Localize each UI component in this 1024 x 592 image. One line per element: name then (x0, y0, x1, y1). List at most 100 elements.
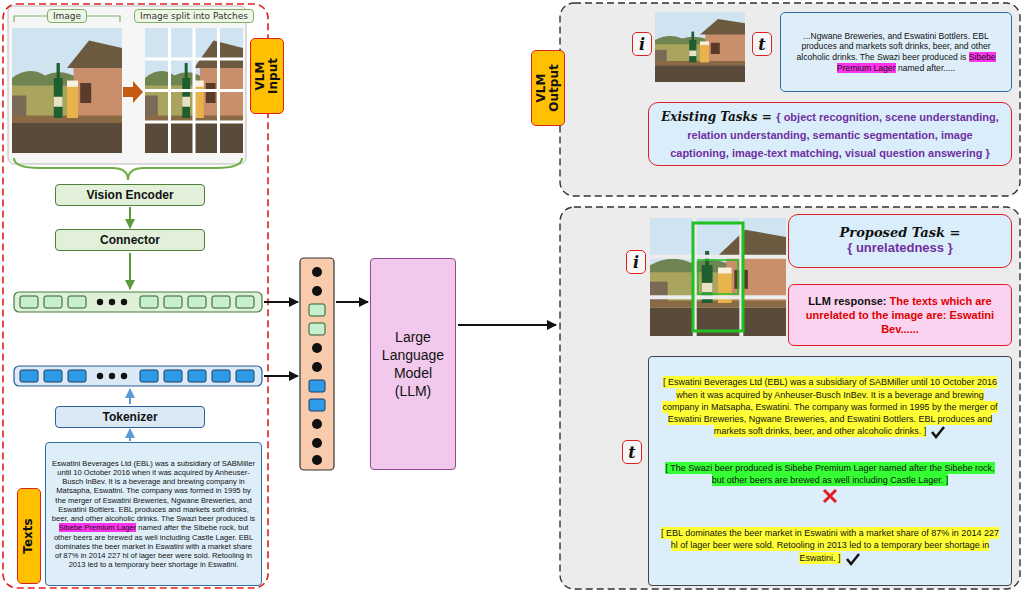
node-text: [ EBL dominates the beer market in Eswat… (661, 527, 999, 564)
text-group: i (627, 253, 645, 272)
node-text: Connector (100, 233, 160, 247)
image-panel (12, 28, 122, 153)
text-token-bar (121, 373, 127, 379)
flow-arrow (264, 375, 298, 377)
visual-token-bar (109, 299, 115, 305)
image-panel (8, 6, 246, 164)
patch-grid-image (650, 218, 786, 336)
section-tag: VLM Input (250, 38, 284, 114)
image-panel (145, 28, 243, 153)
vision-encoder-box: Vision Encoder (55, 184, 205, 206)
text-token-bar (20, 370, 38, 382)
node-text: Vision Encoder (86, 188, 173, 202)
node-text: Large Language Model (LLM) (382, 329, 444, 400)
token-sequence (312, 362, 322, 372)
text-group: Image split into Patches (140, 10, 248, 22)
image-panel (123, 81, 143, 103)
output-image (655, 12, 745, 82)
token-sequence (312, 286, 322, 296)
flow-arrow (129, 389, 131, 404)
visual-token-bar (20, 296, 38, 308)
text-segment: [ Eswatini Beverages Ltd (EBL) was a sub… (659, 376, 1001, 439)
node-text: [ Eswatini Beverages Ltd (EBL) was a sub… (662, 376, 997, 437)
check-mark (930, 425, 946, 439)
node-text: ...Ngwane Breweries, and Eswatini Bottle… (796, 31, 990, 62)
node-text: t (758, 35, 765, 54)
visual-token-bar (164, 296, 182, 308)
token-sequence (312, 455, 322, 465)
text-group: VLM Input (254, 56, 280, 96)
proposed-panel (560, 207, 1020, 589)
segmented-text-box: [ Eswatini Beverages Ltd (EBL) was a sub… (648, 356, 1012, 586)
text-token-bar (97, 373, 103, 379)
text-token-bar (68, 370, 86, 382)
cross-mark (824, 490, 836, 502)
connector-box: Connector (55, 229, 205, 251)
node-text: VLM Input (253, 58, 280, 94)
node-text: Image (53, 11, 81, 21)
input-panel (3, 4, 268, 588)
token-sequence (300, 258, 334, 470)
node-text: Image split into Patches (140, 11, 248, 21)
visual-token-bar (44, 296, 62, 308)
token-sequence (312, 343, 322, 353)
text-token-bar (164, 370, 182, 382)
node-text: { unrelatedness } (797, 240, 1003, 257)
token-sequence (312, 438, 322, 448)
text-group: Existing Tasks = { object recognition, s… (657, 107, 1003, 161)
visual-token-bar (97, 299, 103, 305)
token-sequence (309, 323, 325, 335)
patch-grid-image (650, 218, 786, 336)
visual-token-bar (188, 296, 206, 308)
text-group: Large Language Model (LLM) (375, 328, 451, 401)
node-text: LLM response: (808, 295, 886, 307)
text-group: VLM Output (535, 61, 561, 115)
modality-badge: i (632, 32, 652, 56)
flow-arrow (129, 253, 131, 289)
output-panel (560, 3, 1020, 196)
image-label: Image (47, 9, 87, 23)
cross-mark (821, 488, 839, 504)
output-text-box: ...Ngwane Breweries, and Eswatini Bottle… (780, 12, 1012, 92)
visual-token-bar (14, 292, 262, 312)
text-group: Texts (22, 492, 35, 580)
task-set-box: Proposed Task = { unrelatedness } (788, 214, 1012, 268)
patch-grid-image (698, 260, 738, 294)
llm-response-box: LLM response: The texts which are unrela… (788, 284, 1012, 346)
node-text: Eswatini Beverages Ltd (EBL) was a subsi… (52, 459, 255, 524)
text-token-bar (14, 366, 262, 386)
text-token-bar (236, 370, 254, 382)
flow-arrow (336, 301, 368, 303)
text-group: ...Ngwane Breweries, and Eswatini Bottle… (787, 31, 1005, 74)
visual-token-bar (236, 296, 254, 308)
token-sequence (309, 399, 325, 411)
check-mark (932, 427, 944, 437)
node-text: Tokenizer (102, 410, 157, 424)
text-group: Tokenizer (60, 410, 200, 424)
flow-arrow (129, 207, 131, 228)
node-text: Sibebe Premium Lager (59, 523, 137, 532)
node-text: Texts (21, 518, 35, 553)
node-text: named after..... (898, 63, 955, 73)
token-sequence (312, 419, 322, 429)
text-group: LLM response: The texts which are unrela… (797, 294, 1003, 337)
check-mark (847, 554, 859, 564)
text-segment: [ The Swazi beer produced is Sibebe Prem… (659, 462, 1001, 504)
flow-arrow (264, 301, 298, 303)
image-panel (8, 6, 246, 164)
token-sequence (309, 304, 325, 316)
node-text: Existing Tasks = (661, 110, 772, 124)
check-mark (845, 552, 861, 566)
text-group: t (623, 443, 641, 462)
node-text: VLM Output (534, 64, 561, 111)
visual-token-bar (121, 299, 127, 305)
text-group: Image (53, 10, 81, 22)
visual-token-bar (14, 292, 262, 312)
node-text: i (639, 35, 645, 54)
token-sequence (300, 258, 334, 470)
text-segment: [ EBL dominates the beer market in Eswat… (659, 527, 1001, 565)
text-token-bar (140, 370, 158, 382)
flow-arrow (458, 324, 556, 326)
modality-badge: t (752, 32, 772, 56)
text-token-bar (212, 370, 230, 382)
